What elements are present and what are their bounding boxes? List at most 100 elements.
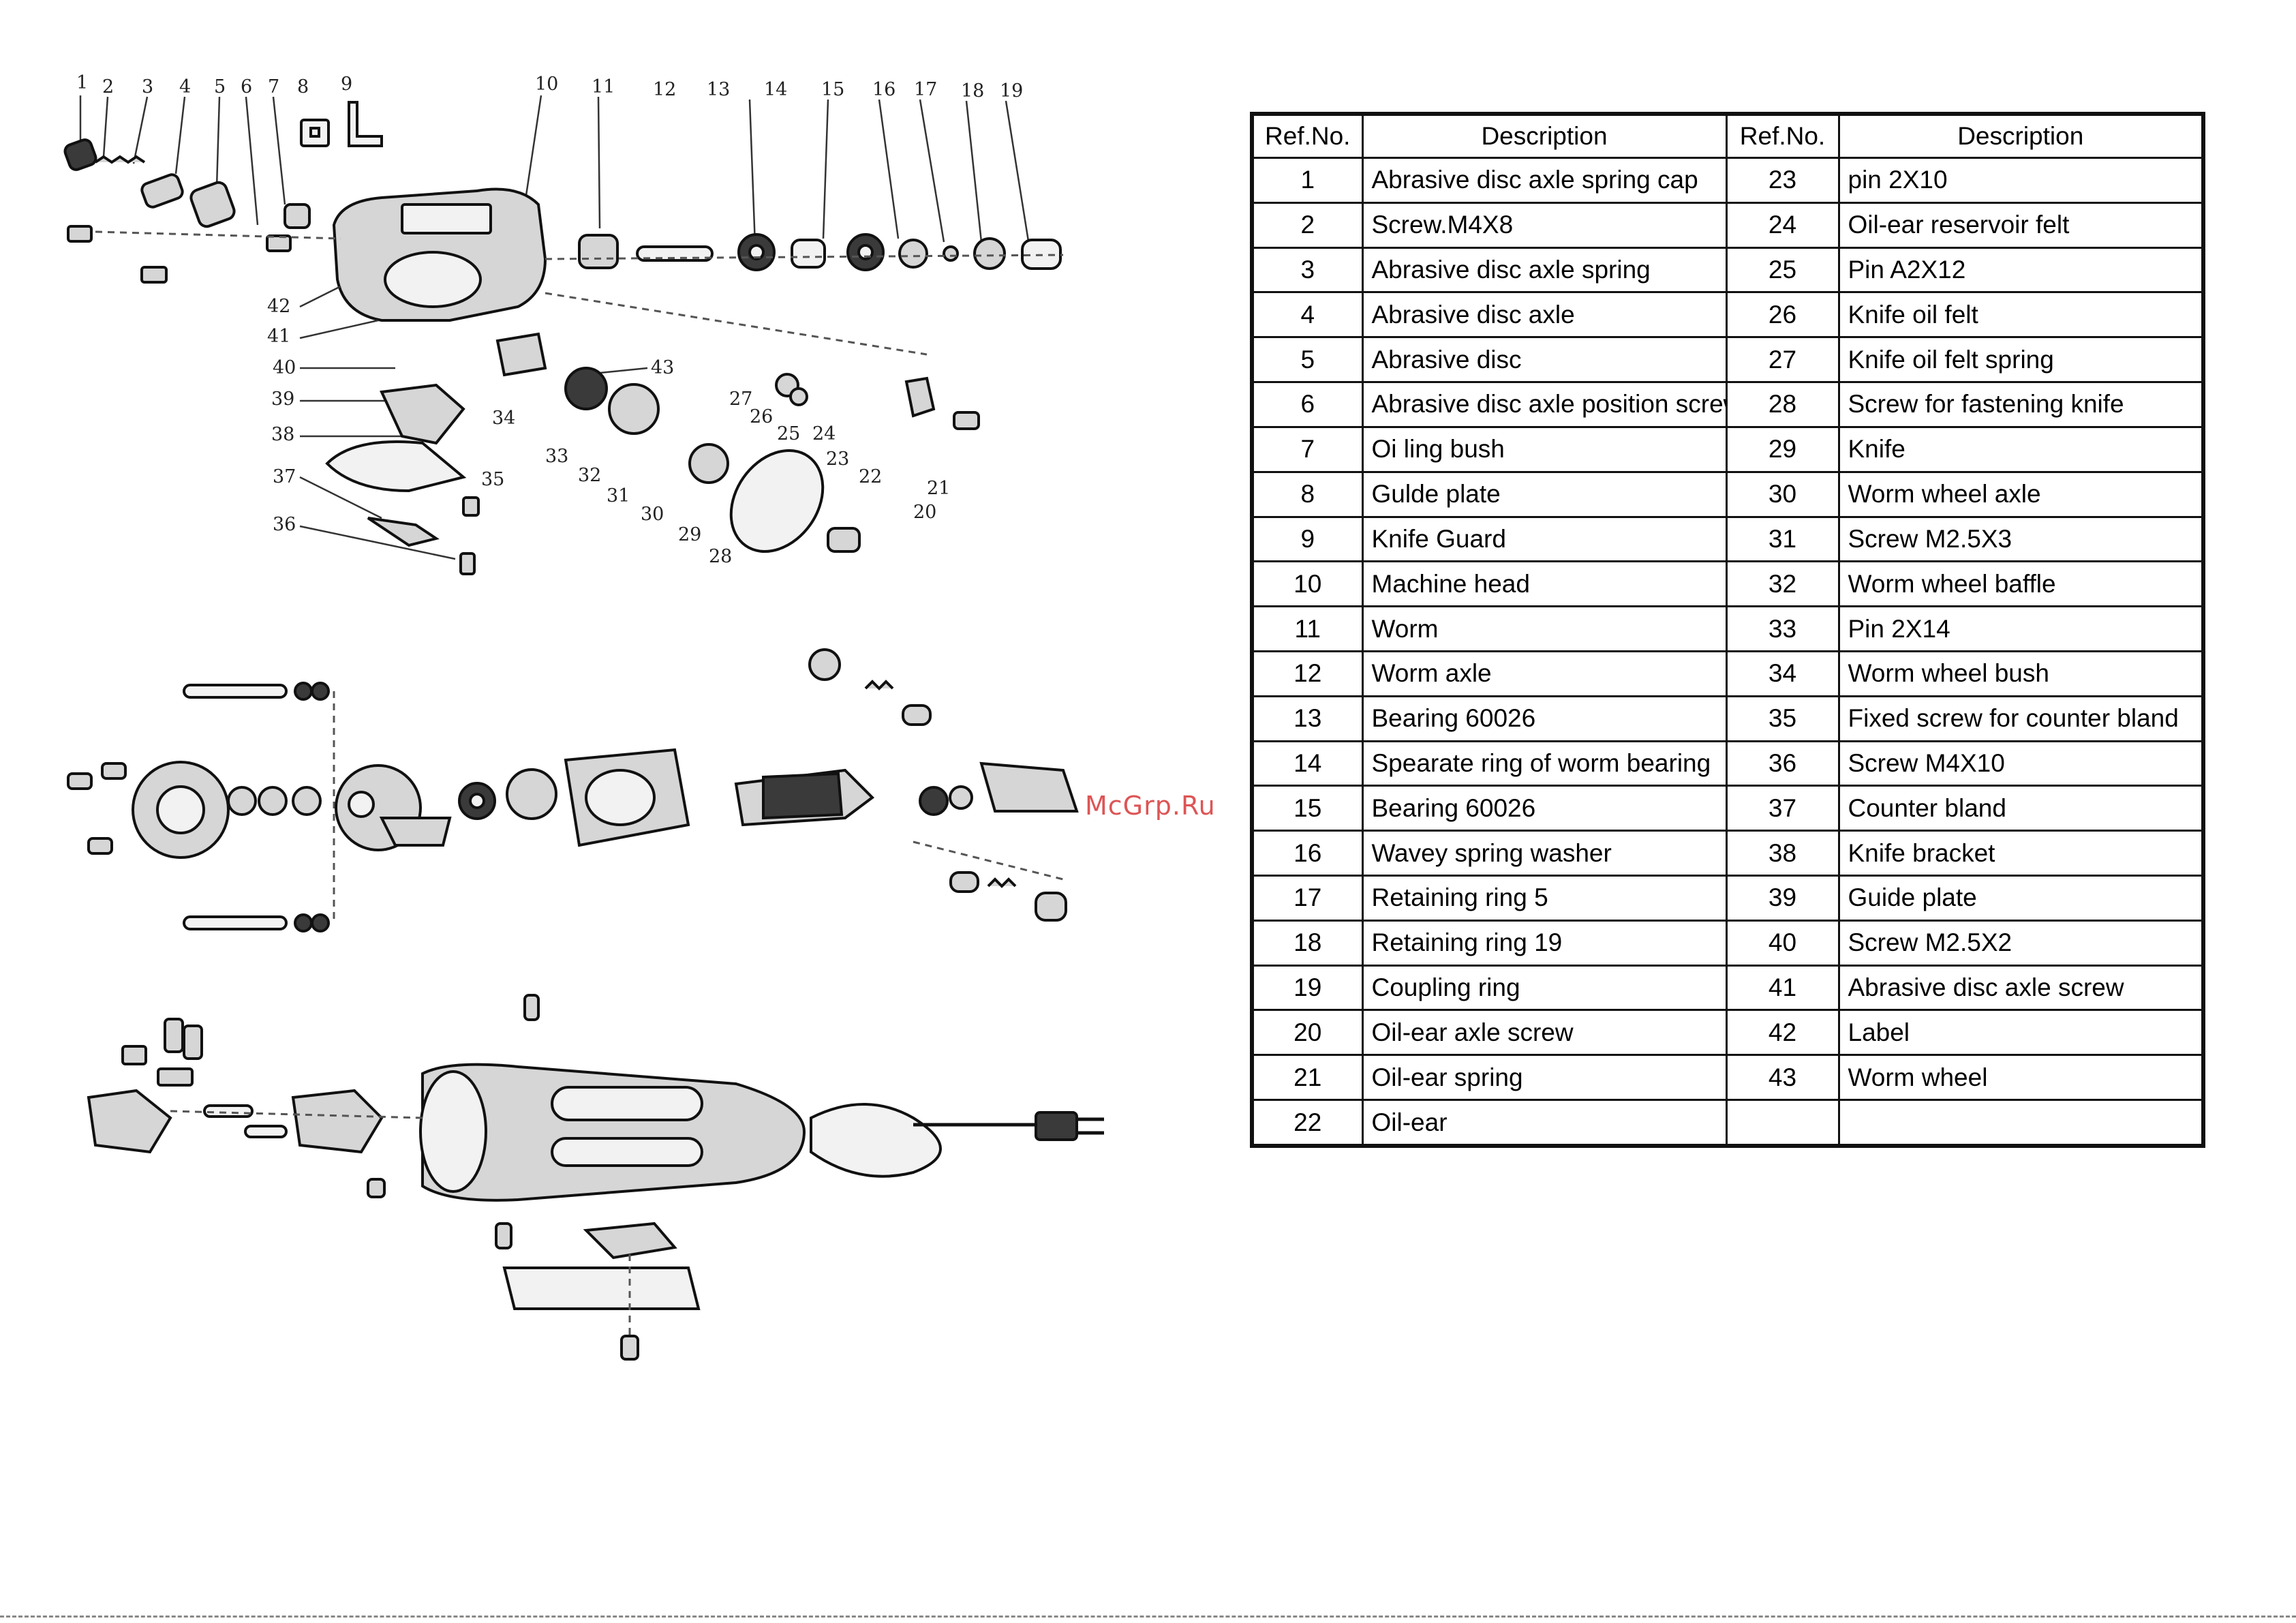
description-cell: Guide plate <box>1837 875 2205 922</box>
ref-no-cell: 26 <box>1725 291 1840 339</box>
description-cell: Knife oil felt spring <box>1837 336 2205 384</box>
description-cell: Coupling ring <box>1361 964 1728 1012</box>
description-cell: Oil-ear spring <box>1361 1054 1728 1102</box>
callout-6: 6 <box>241 76 252 97</box>
description-cell: Screw M4X10 <box>1837 740 2205 787</box>
description-cell: Retaining ring 5 <box>1361 875 1728 922</box>
description-cell: Oil-ear axle screw <box>1361 1009 1728 1057</box>
description-cell: Abrasive disc axle spring cap <box>1361 157 1728 204</box>
callout-32: 32 <box>578 465 601 486</box>
callout-27: 27 <box>729 389 752 410</box>
description-cell: Pin 2X14 <box>1837 605 2205 652</box>
description-cell: Bearing 60026 <box>1361 785 1728 832</box>
watermark-text: McGrp.Ru <box>1085 791 1216 821</box>
ref-no-cell: 22 <box>1251 1099 1364 1147</box>
ref-no-cell: 33 <box>1725 605 1840 652</box>
description-cell: Counter bland <box>1837 785 2205 832</box>
description-cell: Worm wheel baffle <box>1837 560 2205 608</box>
callout-42: 42 <box>267 296 290 317</box>
page-divider <box>0 1616 2296 1618</box>
ref-no-cell: 32 <box>1725 560 1840 608</box>
ref-no-cell: 36 <box>1725 740 1840 787</box>
ref-no-cell: 15 <box>1251 785 1364 832</box>
ref-no-cell: 43 <box>1725 1054 1840 1102</box>
description-cell: Worm <box>1361 605 1728 652</box>
callout-31: 31 <box>607 485 630 506</box>
description-cell: Abrasive disc axle position screw <box>1361 381 1728 428</box>
description-cell: Abrasive disc axle screw <box>1837 964 2205 1012</box>
callout-29: 29 <box>678 524 701 545</box>
description-cell: Wavey spring washer <box>1361 830 1728 877</box>
ref-no-cell: 5 <box>1251 336 1364 384</box>
callout-41: 41 <box>267 326 290 347</box>
description-cell: Knife bracket <box>1837 830 2205 877</box>
description-cell: Gulde plate <box>1361 470 1728 518</box>
callout-21: 21 <box>927 478 950 499</box>
callout-8: 8 <box>297 76 309 97</box>
description-cell: Oil-ear <box>1361 1099 1728 1147</box>
callout-12: 12 <box>653 79 676 100</box>
description-cell: Worm wheel <box>1837 1054 2205 1102</box>
ref-no-cell: 18 <box>1251 919 1364 967</box>
ref-no-cell: 35 <box>1725 695 1840 742</box>
description-cell: Fixed screw for counter bland <box>1837 695 2205 742</box>
description-cell: Screw M2.5X3 <box>1837 515 2205 563</box>
ref-no-cell: 14 <box>1251 740 1364 787</box>
callout-9: 9 <box>341 74 352 95</box>
description-cell: Screw.M4X8 <box>1361 201 1728 249</box>
description-cell <box>1837 1099 2205 1147</box>
callout-19: 19 <box>1000 80 1023 102</box>
ref-no-cell: 8 <box>1251 470 1364 518</box>
ref-no-cell: 17 <box>1251 875 1364 922</box>
callout-36: 36 <box>273 514 296 535</box>
ref-no-cell: 25 <box>1725 246 1840 294</box>
ref-no-cell: 13 <box>1251 695 1364 742</box>
callout-26: 26 <box>750 406 773 427</box>
description-cell: Abrasive disc axle spring <box>1361 246 1728 294</box>
ref-no-cell: 3 <box>1251 246 1364 294</box>
ref-no-cell: 19 <box>1251 964 1364 1012</box>
callout-34: 34 <box>492 408 515 429</box>
header-ref-no: Ref.No. <box>1251 112 1364 159</box>
exploded-parts-diagram: 1 2 3 4 5 6 7 8 9 10 11 12 13 14 15 16 1… <box>63 72 1104 1361</box>
ref-no-cell: 4 <box>1251 291 1364 339</box>
description-cell: Worm axle <box>1361 650 1728 697</box>
callout-30: 30 <box>641 504 664 525</box>
callout-33: 33 <box>545 446 568 467</box>
description-cell: Spearate ring of worm bearing <box>1361 740 1728 787</box>
ref-no-cell: 23 <box>1725 157 1840 204</box>
callout-24: 24 <box>812 423 836 444</box>
ref-no-cell: 20 <box>1251 1009 1364 1057</box>
description-cell: Machine head <box>1361 560 1728 608</box>
ref-no-cell: 12 <box>1251 650 1364 697</box>
callout-20: 20 <box>913 502 936 523</box>
description-cell: Oil-ear reservoir felt <box>1837 201 2205 249</box>
description-cell: Worm wheel bush <box>1837 650 2205 697</box>
description-cell: Knife <box>1837 425 2205 473</box>
ref-no-cell: 11 <box>1251 605 1364 652</box>
callout-25: 25 <box>777 423 800 444</box>
description-cell: Bearing 60026 <box>1361 695 1728 742</box>
ref-no-cell: 6 <box>1251 381 1364 428</box>
ref-no-cell: 16 <box>1251 830 1364 877</box>
callout-16: 16 <box>872 79 896 100</box>
callout-28: 28 <box>709 546 732 567</box>
ref-no-cell: 42 <box>1725 1009 1840 1057</box>
callout-17: 17 <box>914 79 937 100</box>
ref-no-cell: 21 <box>1251 1054 1364 1102</box>
ref-no-cell: 10 <box>1251 560 1364 608</box>
